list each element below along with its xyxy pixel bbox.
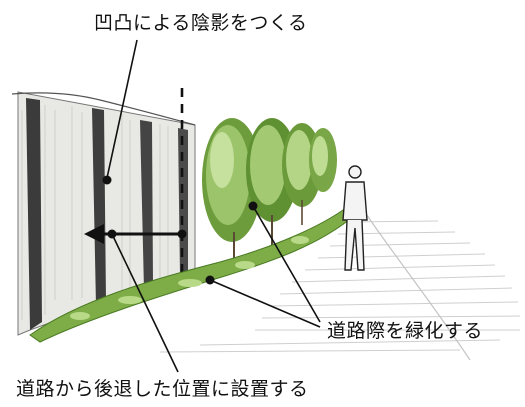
road-surface	[159, 220, 521, 353]
wall-hatching	[21, 105, 169, 320]
leader-lines	[106, 39, 321, 373]
roadside-trees	[202, 118, 337, 262]
hedge-highlights	[70, 236, 309, 320]
leader-dots	[102, 175, 258, 285]
annotation-roadside-greening: 道路際を緑化する	[327, 320, 484, 342]
pedestrian-figure	[342, 165, 368, 271]
wall-recess-columns	[26, 98, 188, 330]
wall-top-edge	[11, 92, 196, 126]
road-edge	[359, 204, 471, 361]
annotation-setback-position: 道路から後退した位置に設置する	[16, 378, 309, 400]
annotation-shadow-relief: 凹凸による陰影をつくる	[94, 12, 308, 34]
